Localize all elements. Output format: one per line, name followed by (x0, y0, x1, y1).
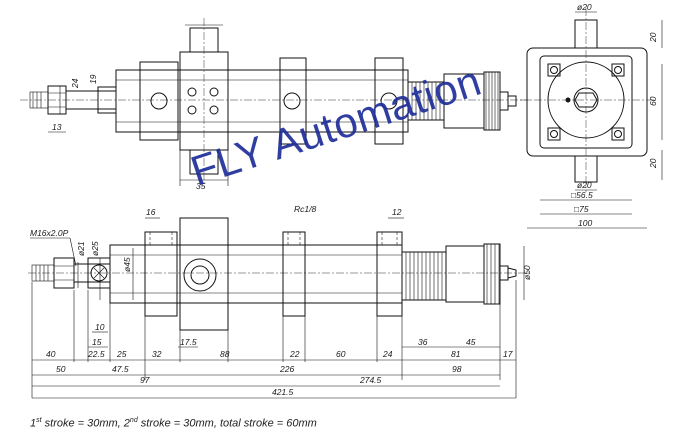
stroke-caption: 1st stroke = 30mm, 2nd stroke = 30mm, to… (30, 417, 317, 430)
caption-sup-st: st (36, 417, 42, 424)
dim-end-d20-bottom: ø20 (577, 180, 592, 190)
dim-16: 16 (146, 207, 156, 217)
end-view: ø20 20 60 20 ø20 □56.5 □75 100 (520, 2, 663, 229)
caption-part2: stroke = 30mm, total stroke = 60mm (137, 417, 317, 430)
dim-10: 10 (95, 322, 105, 332)
dim-d50: ø50 (522, 265, 532, 280)
dim-45-label: 45 (466, 337, 476, 347)
dim-row1-0: 40 (46, 349, 56, 359)
dim-d25: ø25 (90, 241, 100, 256)
dim-row1-1: 22.5 (87, 349, 105, 359)
dim-row1-11: 17 (503, 349, 513, 359)
dim-d45: ø45 (122, 257, 132, 272)
dim-row1-4: 88 (220, 349, 230, 359)
dim-row1-10: 81 (451, 349, 461, 359)
dim-end-56-5: □56.5 (571, 190, 593, 200)
dim-12: 12 (392, 207, 402, 217)
dim-19: 19 (88, 74, 98, 84)
dim-row3-1: 274.5 (359, 375, 382, 385)
caption-sup-nd: nd (129, 417, 138, 424)
dim-24: 24 (70, 78, 80, 89)
dim-end-100: 100 (578, 218, 592, 228)
dim-row2-3: 98 (452, 364, 462, 374)
dim-row4-0: 421.5 (272, 387, 294, 397)
dim-row1-3: 32 (152, 349, 162, 359)
dim-end-75: □75 (574, 204, 589, 214)
dim-end-20-right-bottom: 20 (648, 158, 658, 169)
dim-row2-0: 50 (56, 364, 66, 374)
caption-part1: stroke = 30mm, 2 (41, 417, 130, 430)
dim-13: 13 (52, 122, 62, 132)
dim-35: 35 (196, 181, 206, 191)
dim-thread: M16x2.0P (30, 228, 69, 238)
dim-end-60: 60 (648, 96, 658, 106)
top-view: 24 19 13 35 (20, 18, 530, 191)
dim-rc18: Rc1/8 (294, 204, 316, 214)
dim-row1-2: 25 (116, 349, 127, 359)
dim-row2-2: 226 (279, 364, 294, 374)
dim-end-20-right-top: 20 (648, 32, 658, 43)
dim-row1-7: 24 (382, 349, 393, 359)
dim-row1-6: 60 (336, 349, 346, 359)
dim-d21: ø21 (76, 241, 86, 256)
dim-36-label: 36 (418, 337, 428, 347)
dim-15: 15 (92, 337, 102, 347)
side-view: 16 12 Rc1/8 M16x2.0P ø21 ø25 ø45 ø50 10 … (28, 204, 532, 399)
dim-row2-1: 47.5 (112, 364, 129, 374)
dim-17-5: 17.5 (180, 337, 197, 347)
caption-prefix: 1 (30, 417, 37, 430)
dim-row3-0: 97 (140, 375, 150, 385)
dim-row1-5: 22 (289, 349, 300, 359)
dim-end-d20-top: ø20 (577, 2, 592, 12)
